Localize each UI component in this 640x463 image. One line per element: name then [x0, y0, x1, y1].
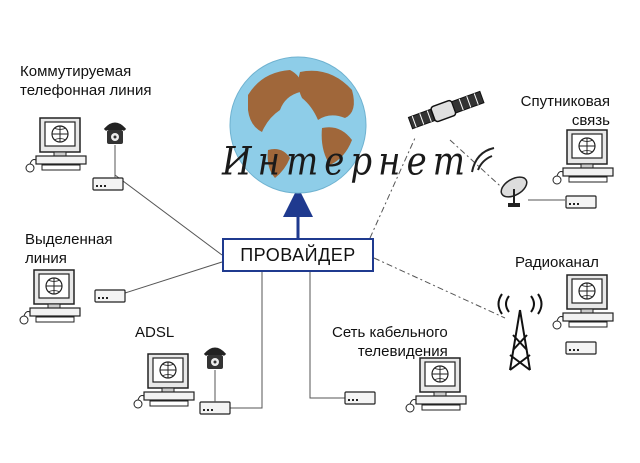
dialup-modem — [92, 177, 124, 191]
line-satellite — [369, 137, 416, 239]
satellite-computer — [552, 129, 614, 185]
provider-box: ПРОВАЙДЕР — [222, 238, 374, 272]
leased-modem — [94, 289, 126, 303]
label-radio: Радиоканал — [515, 254, 599, 271]
radio-computer — [552, 274, 614, 330]
cable-modem — [344, 391, 376, 405]
signal-waves-icon — [471, 147, 495, 173]
satellite-icon — [407, 90, 485, 130]
label-cable: Сеть кабельного телевидения — [332, 324, 448, 360]
label-adsl: ADSL — [135, 324, 175, 341]
adsl-phone-icon — [203, 347, 227, 371]
radio-modem — [565, 341, 597, 355]
radio-tower-icon — [497, 293, 543, 371]
adsl-modem — [199, 401, 231, 415]
connection-lines — [114, 137, 565, 409]
line-radio — [373, 257, 506, 319]
dialup-phone-icon — [103, 122, 127, 146]
line-cable — [309, 272, 345, 399]
dialup-computer — [25, 117, 87, 173]
cable-computer — [405, 357, 467, 413]
line-leased — [124, 261, 223, 294]
label-satellite: Спутниковая связь — [520, 93, 610, 129]
label-leased: Выделенная линия — [25, 231, 113, 267]
satellite-modem — [565, 195, 597, 209]
globe-icon — [229, 56, 367, 194]
label-dialup: Коммутируемая телефонная линия — [20, 63, 152, 99]
internet-label: Интернет — [222, 139, 471, 185]
adsl-computer — [133, 353, 195, 409]
leased-computer — [19, 269, 81, 325]
line-adsl — [230, 272, 263, 409]
line-dialup — [114, 174, 223, 256]
satellite-dish-icon — [500, 176, 528, 207]
